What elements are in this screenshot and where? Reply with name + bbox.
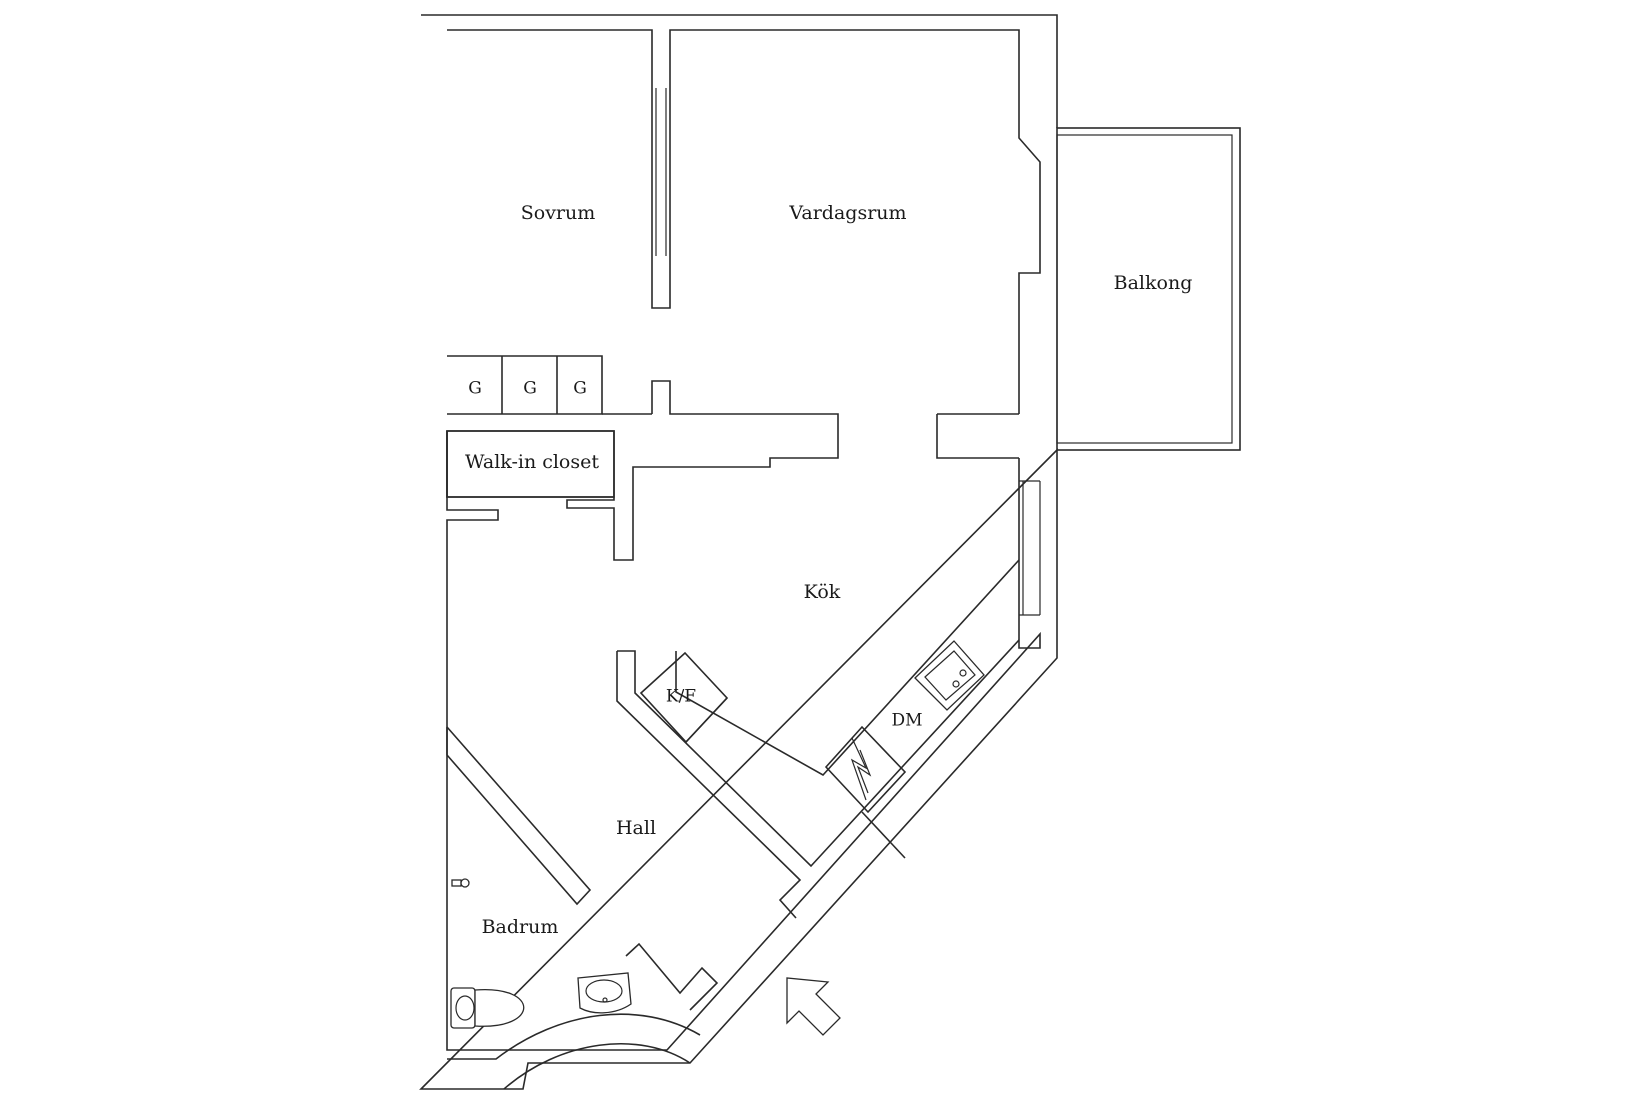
- outer-wall: [419, 14, 1058, 1090]
- room-label-vardagsrum: Vardagsrum: [788, 202, 906, 224]
- shower-icon: [451, 878, 470, 888]
- room-label-hall: Hall: [616, 817, 656, 839]
- room-label-kok: Kök: [804, 581, 841, 603]
- wardrobe-label-2: G: [523, 379, 537, 399]
- room-label-walk-in-closet: Walk-in closet: [465, 451, 599, 473]
- washbasin-icon: [577, 972, 632, 1014]
- room-label-sovrum: Sovrum: [521, 202, 596, 224]
- fridge-freezer: [639, 651, 729, 744]
- bedroom-living-opening: [655, 88, 667, 256]
- wardrobe-label-1: G: [468, 379, 482, 399]
- bathroom-curve: [447, 1013, 701, 1090]
- kitchen-sink-icon: [914, 640, 985, 711]
- kitchen-window: [1019, 480, 1041, 616]
- fridge-freezer-label: K/F: [666, 687, 696, 707]
- inner-wall: [446, 29, 1041, 1051]
- balcony: [1056, 127, 1241, 451]
- room-label-badrum: Badrum: [482, 916, 559, 938]
- kitchen-counter: [616, 559, 1020, 919]
- toilet-icon: [450, 987, 525, 1029]
- dishwasher-label: DM: [891, 711, 922, 731]
- room-label-balkong: Balkong: [1114, 272, 1193, 294]
- wardrobe-label-3: G: [573, 379, 587, 399]
- entrance-arrow-icon: [786, 977, 841, 1036]
- stove-icon: [824, 725, 907, 814]
- walk-in-closet: [446, 430, 615, 498]
- hall-walls: [446, 726, 719, 1011]
